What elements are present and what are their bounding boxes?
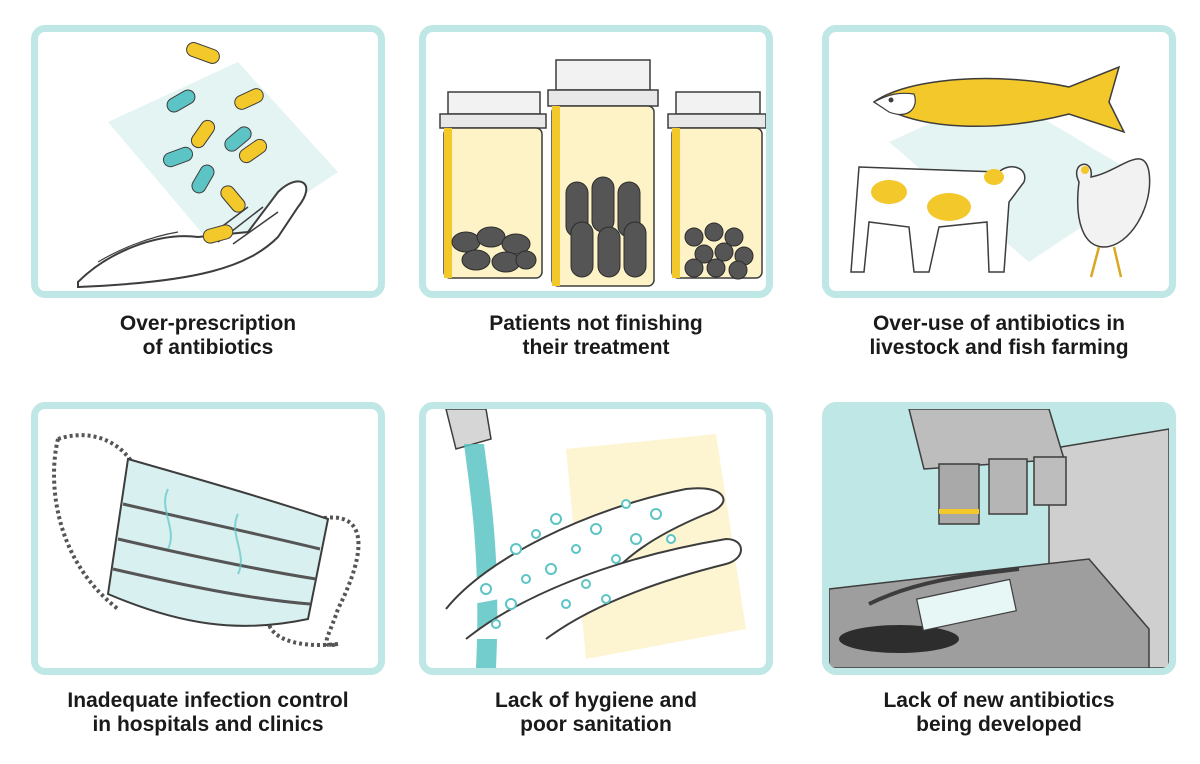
caption-line: being developed bbox=[916, 713, 1082, 736]
caption-line: Over-use of antibiotics in bbox=[872, 312, 1126, 335]
caption-line: poor sanitation bbox=[520, 713, 672, 736]
hand-washing-icon bbox=[445, 409, 746, 668]
panel-caption: Lack of hygiene and poor sanitation bbox=[399, 689, 793, 737]
caption-line: their treatment bbox=[522, 336, 670, 359]
caption-line: of antibiotics bbox=[142, 336, 274, 359]
panel-caption: Patients not finishing their treatment bbox=[399, 312, 793, 360]
panel-frame bbox=[822, 402, 1176, 675]
caption-line: Over-prescription bbox=[119, 312, 297, 335]
falling-pills-hand-icon bbox=[77, 42, 338, 289]
panel-frame bbox=[31, 25, 385, 298]
caption-line: in hospitals and clinics bbox=[92, 713, 324, 736]
caption-line: Patients not finishing bbox=[489, 312, 703, 335]
panel-frame bbox=[419, 402, 773, 675]
caption-line: Lack of new antibiotics bbox=[883, 689, 1115, 712]
microscope-icon bbox=[829, 409, 1169, 668]
surgical-mask-icon bbox=[52, 433, 361, 648]
pill-bottles-icon bbox=[439, 59, 766, 287]
panel-caption: Over-prescription of antibiotics bbox=[11, 312, 405, 360]
caption-line: Lack of hygiene and bbox=[495, 689, 697, 712]
panel-caption: Over-use of antibiotics in livestock and… bbox=[802, 312, 1196, 360]
panel-caption: Inadequate infection control in hospital… bbox=[11, 689, 405, 737]
caption-line: Inadequate infection control bbox=[67, 689, 349, 712]
panel-frame bbox=[419, 25, 773, 298]
fish-cow-chicken-icon bbox=[850, 65, 1151, 278]
panel-frame bbox=[31, 402, 385, 675]
caption-line: livestock and fish farming bbox=[869, 336, 1129, 359]
panel-caption: Lack of new antibiotics being developed bbox=[802, 689, 1196, 737]
panel-frame bbox=[822, 25, 1176, 298]
